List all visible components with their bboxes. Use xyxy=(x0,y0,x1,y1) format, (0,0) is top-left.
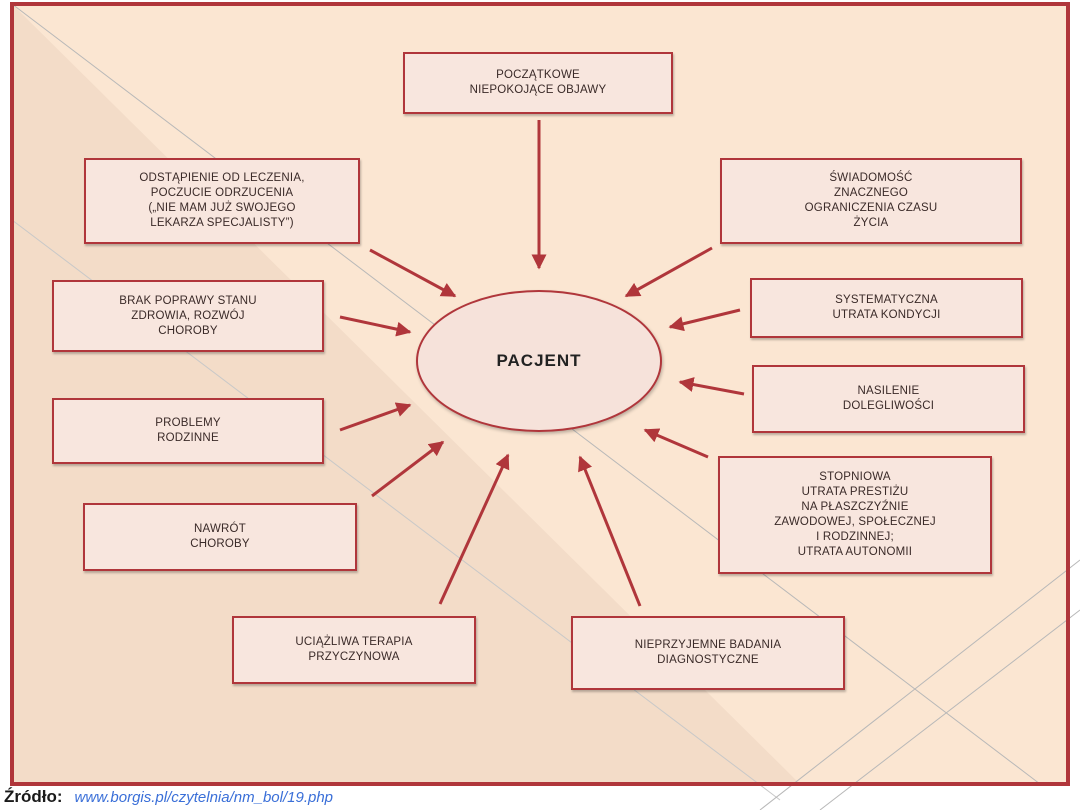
patient-label: PACJENT xyxy=(496,351,582,370)
box-withdrawal-from-treatment: ODSTĄPIENIE OD LECZENIA, POCZUCIE ODRZUC… xyxy=(84,158,360,244)
source-footer: Źródło: www.borgis.pl/czytelnia/nm_bol/1… xyxy=(4,786,333,808)
source-link[interactable]: www.borgis.pl/czytelnia/nm_bol/19.php xyxy=(74,788,334,806)
source-label: Źródło: xyxy=(4,787,63,806)
box-condition-loss: SYSTEMATYCZNA UTRATA KONDYCJI xyxy=(750,278,1023,338)
box-unpleasant-examinations: NIEPRZYJEMNE BADANIA DIAGNOSTYCZNE xyxy=(571,616,845,690)
box-symptom-intensification: NASILENIE DOLEGLIWOŚCI xyxy=(752,365,1025,433)
patient-ellipse: PACJENT xyxy=(416,290,662,432)
box-family-problems: PROBLEMY RODZINNE xyxy=(52,398,324,464)
box-no-health-improvement: BRAK POPRAWY STANU ZDROWIA, ROZWÓJ CHORO… xyxy=(52,280,324,352)
box-relapse: NAWRÓT CHOROBY xyxy=(83,503,357,571)
box-prestige-loss: STOPNIOWA UTRATA PRESTIŻU NA PŁASZCZYŹNI… xyxy=(718,456,992,574)
box-awareness-of-limited-time: ŚWIADOMOŚĆ ZNACZNEGO OGRANICZENIA CZASU … xyxy=(720,158,1022,244)
box-burdensome-therapy: UCIĄŻLIWA TERAPIA PRZYCZYNOWA xyxy=(232,616,476,684)
box-initial-symptoms: POCZĄTKOWE NIEPOKOJĄCE OBJAWY xyxy=(403,52,673,114)
